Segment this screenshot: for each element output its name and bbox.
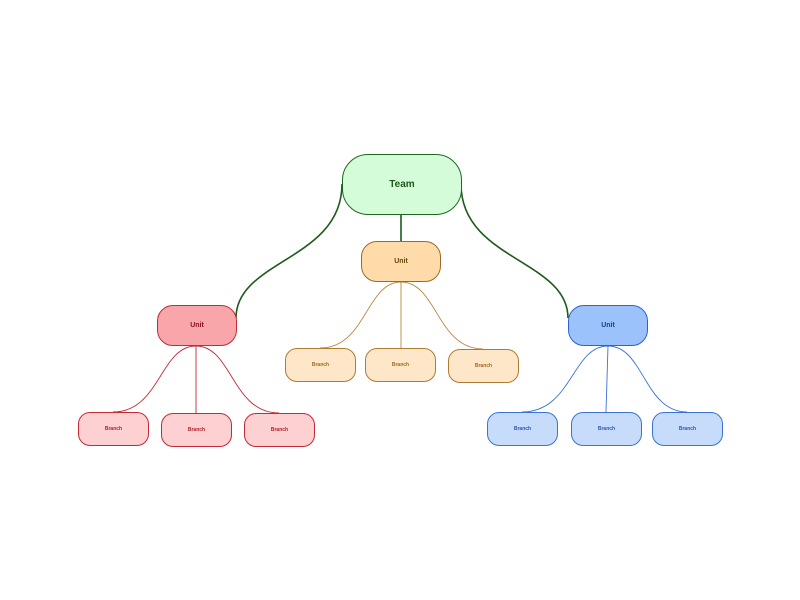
link-unit-blue-branch-3 xyxy=(607,345,688,413)
branch-node-orange-1[interactable]: Branch xyxy=(285,348,356,382)
branch-node-red-2[interactable]: Branch xyxy=(161,413,232,447)
branch-node-blue-3[interactable]: Branch xyxy=(652,412,723,446)
root-node-team[interactable]: Team xyxy=(342,154,462,215)
link-unit-blue-branch-2 xyxy=(605,345,609,413)
link-team-unit-blue xyxy=(460,183,569,319)
unit-node-orange[interactable]: Unit xyxy=(361,241,441,282)
branch-node-orange-3[interactable]: Branch xyxy=(448,349,519,383)
link-team-unit-red xyxy=(235,183,343,319)
link-unit-blue-branch-1 xyxy=(521,345,609,413)
branch-node-red-1[interactable]: Branch xyxy=(78,412,149,446)
link-unit-red-branch-3 xyxy=(195,345,280,414)
unit-node-blue[interactable]: Unit xyxy=(568,305,648,346)
link-unit-orange-branch-1 xyxy=(319,281,402,349)
branch-node-red-3[interactable]: Branch xyxy=(244,413,315,447)
branch-node-orange-2[interactable]: Branch xyxy=(365,348,436,382)
unit-node-red[interactable]: Unit xyxy=(157,305,237,346)
link-unit-orange-branch-3 xyxy=(400,281,484,350)
link-unit-red-branch-1 xyxy=(112,345,197,413)
branch-node-blue-1[interactable]: Branch xyxy=(487,412,558,446)
branch-node-blue-2[interactable]: Branch xyxy=(571,412,642,446)
